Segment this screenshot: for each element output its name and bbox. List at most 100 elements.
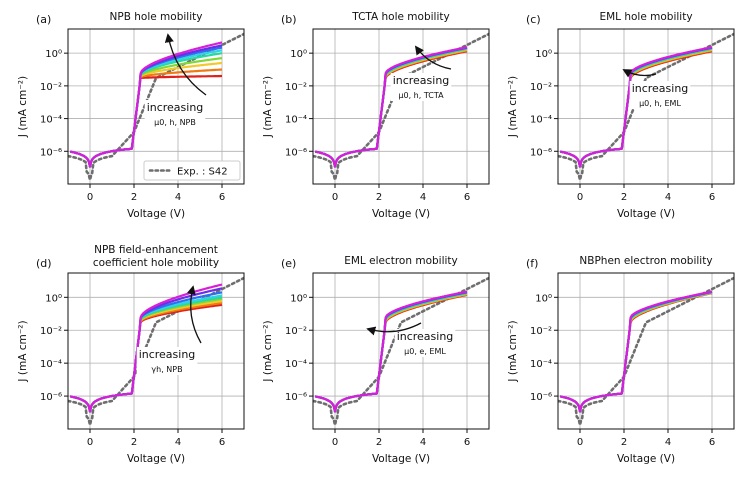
- panel-tag: (a): [36, 13, 51, 26]
- x-tick-label: 0: [577, 437, 583, 448]
- y-tick-label: 10⁻⁴: [285, 359, 307, 370]
- annotation: increasing μ0, h, EML: [622, 69, 691, 109]
- x-tick-label: 4: [420, 437, 426, 448]
- y-tick-label: 10⁻⁶: [285, 392, 307, 403]
- annotation-arrow: [186, 285, 202, 344]
- panel-tag: (f): [526, 257, 538, 270]
- sim-curve: [560, 291, 713, 413]
- y-tick-label: 10⁻²: [40, 326, 62, 337]
- legend-label: Exp. : S42: [177, 167, 228, 178]
- x-tick-label: 4: [175, 192, 181, 203]
- sim-curve: [560, 290, 713, 413]
- x-tick-label: 0: [87, 437, 93, 448]
- sim-curve: [70, 283, 223, 413]
- y-axis-label: J (mA cm⁻²): [507, 320, 519, 382]
- x-tick-label: 0: [332, 192, 338, 203]
- y-tick-label: 10⁻⁶: [40, 392, 62, 403]
- y-tick-label: 10⁻²: [285, 82, 307, 93]
- grid: [558, 29, 734, 184]
- x-tick-label: 2: [621, 192, 627, 203]
- legend: Exp. : S42: [143, 160, 241, 181]
- panel-title: TCTA hole mobility: [351, 11, 449, 23]
- x-tick-label: 6: [219, 437, 225, 448]
- annotation-subscript: μ0, h, NPB: [154, 118, 196, 127]
- annotation-subscript: μ0, h, EML: [639, 99, 681, 108]
- y-tick-label: 10⁰: [290, 293, 307, 304]
- sim-curve: [315, 47, 468, 168]
- x-axis-label: Voltage (V): [372, 453, 430, 465]
- y-tick-label: 10⁻⁴: [285, 115, 307, 126]
- annotation-arrow: [622, 69, 657, 78]
- panel-title: NPB hole mobility: [110, 11, 203, 23]
- sim-curve: [315, 46, 468, 168]
- sim-curve: [560, 291, 713, 413]
- y-tick-label: 10⁻⁴: [530, 359, 552, 370]
- x-tick-label: 0: [332, 437, 338, 448]
- axes-frame: [67, 28, 245, 185]
- sim-curve: [560, 290, 713, 413]
- annotation-subscript: μ0, h, TCTA: [398, 91, 444, 100]
- panel-tag: (b): [281, 13, 297, 26]
- x-axis-label: Voltage (V): [617, 208, 675, 220]
- annotation-arrow: [366, 322, 422, 336]
- x-tick-label: 2: [131, 437, 137, 448]
- annotation-bg: [390, 73, 452, 101]
- panel-title: NBPhen electron mobility: [579, 255, 712, 267]
- x-tick-label: 6: [709, 192, 715, 203]
- curves: [68, 32, 244, 181]
- y-tick-label: 10⁰: [535, 293, 552, 304]
- y-tick-label: 10⁰: [45, 293, 62, 304]
- panel-tag: (c): [526, 13, 541, 26]
- x-tick-label: 4: [420, 192, 426, 203]
- grid: [558, 273, 734, 429]
- x-tick-label: 4: [175, 437, 181, 448]
- sim-curve: [560, 291, 713, 413]
- y-tick-label: 10⁻⁴: [40, 115, 62, 126]
- x-tick-label: 6: [219, 192, 225, 203]
- annotation-text: increasing: [632, 82, 689, 95]
- annotation-text: increasing: [139, 348, 196, 361]
- x-tick-label: 4: [665, 192, 671, 203]
- x-tick-label: 2: [621, 437, 627, 448]
- x-tick-label: 0: [577, 192, 583, 203]
- y-axis-label: J (mA cm⁻²): [17, 320, 29, 382]
- legend-box: [143, 160, 241, 181]
- y-tick-label: 10⁰: [290, 49, 307, 60]
- x-axis-label: Voltage (V): [372, 208, 430, 220]
- annotation-bg: [136, 347, 198, 375]
- panel-title-line2: coefficient hole mobility: [93, 257, 219, 269]
- y-tick-label: 10⁻⁴: [40, 359, 62, 370]
- axes-frame: [557, 28, 735, 185]
- x-tick-label: 2: [131, 192, 137, 203]
- sim-curve: [315, 46, 468, 168]
- sim-curve: [560, 290, 713, 413]
- panel-title: EML electron mobility: [344, 255, 458, 267]
- x-tick-label: 0: [87, 192, 93, 203]
- x-tick-label: 4: [665, 437, 671, 448]
- y-axis-label: J (mA cm⁻²): [262, 320, 274, 382]
- y-tick-label: 10⁻⁶: [530, 392, 552, 403]
- x-tick-label: 6: [464, 192, 470, 203]
- sim-curve: [70, 41, 223, 168]
- annotation-text: increasing: [397, 330, 454, 343]
- annotation-bg: [144, 100, 206, 128]
- panel-tag: (e): [281, 257, 296, 270]
- axes-frame: [312, 28, 490, 185]
- y-tick-label: 10⁻⁶: [530, 147, 552, 158]
- sim-curve: [315, 290, 468, 413]
- y-tick-label: 10⁰: [45, 49, 62, 60]
- y-axis-label: J (mA cm⁻²): [507, 76, 519, 138]
- annotation-arrow: [164, 33, 207, 96]
- x-tick-label: 6: [709, 437, 715, 448]
- sim-curve: [315, 46, 468, 168]
- x-axis-label: Voltage (V): [617, 453, 675, 465]
